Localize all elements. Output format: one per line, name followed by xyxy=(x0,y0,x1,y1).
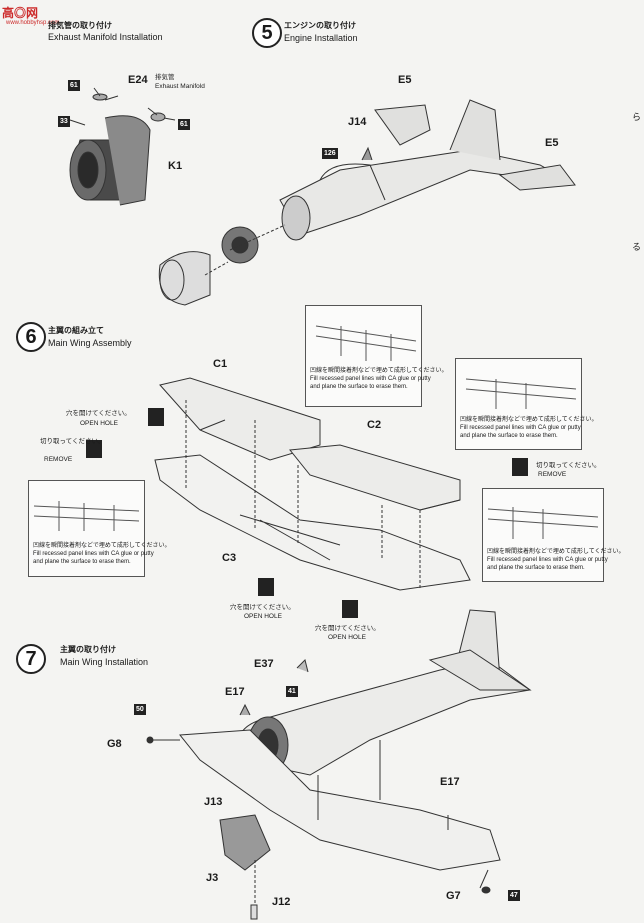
step5-title-jp: エンジンの取り付け xyxy=(284,21,356,30)
watermark-title: 高◎网 xyxy=(2,6,39,20)
part-j12: J12 xyxy=(272,896,291,908)
detail-left-jp: 凹線を瞬間接着剤などで埋めて成形してください。 xyxy=(33,543,171,549)
callout-41: 41 xyxy=(286,686,298,697)
part-g7: G7 xyxy=(446,890,461,902)
open-hole-jp-2: 穴を開けてください。 xyxy=(230,604,295,611)
detail-box-bottom-right: 凹線を瞬間接着剤などで埋めて成形してください。 Fill recessed pa… xyxy=(482,488,625,582)
callout-126: 126 xyxy=(322,148,338,159)
side-mark-b: る xyxy=(632,242,642,252)
exhaust-cowling-drawing xyxy=(69,87,176,206)
part-j14: J14 xyxy=(348,116,367,128)
remove-jp-1: 切り取ってください。 xyxy=(40,438,105,445)
open-hole-jp-1: 穴を開けてください。 xyxy=(66,410,131,417)
wing-assembly-drawing xyxy=(154,377,471,591)
detail-left-en2: and plane the surface to erase them. xyxy=(33,559,131,565)
detail-right-jp: 凹線を瞬間接着剤などで埋めて成形してください。 xyxy=(460,417,598,423)
step7-title-jp: 主翼の取り付け xyxy=(60,645,116,654)
part-c2: C2 xyxy=(367,419,382,431)
step7-number: 7 xyxy=(16,644,46,674)
open-hole-jp-3: 穴を開けてください。 xyxy=(315,625,380,632)
step6-title-en: Main Wing Assembly xyxy=(48,338,132,348)
callout-50: 50 xyxy=(134,704,146,715)
panel-line-sketch-left xyxy=(33,501,140,531)
detail-br-en2: and plane the surface to erase them. xyxy=(487,565,585,571)
detail-br-jp: 凹線を瞬間接着剤などで埋めて成形してください。 xyxy=(487,549,625,555)
detail-left-en1: Fill recessed panel lines with CA glue o… xyxy=(33,551,154,557)
step6-title-jp: 主翼の組み立て xyxy=(48,326,104,335)
part-e24-en: Exhaust Manifold xyxy=(155,83,205,90)
detail-right-en2: and plane the surface to erase them. xyxy=(460,433,558,439)
remove-en-1: REMOVE xyxy=(44,456,73,463)
drill-icon-right xyxy=(342,600,358,618)
detail-box-right: 凹線を瞬間接着剤などで埋めて成形してください。 Fill recessed pa… xyxy=(455,358,598,450)
callout-33: 33 xyxy=(58,116,70,127)
part-j13: J13 xyxy=(204,796,223,808)
step4-title-jp: 排気管の取り付け xyxy=(48,21,112,30)
drill-icon-mid xyxy=(258,578,274,596)
part-c1: C1 xyxy=(213,358,228,370)
detail-br-en1: Fill recessed panel lines with CA glue o… xyxy=(487,557,608,563)
open-hole-en-3: OPEN HOLE xyxy=(328,634,366,641)
remove-en-2: REMOVE xyxy=(538,471,567,478)
panel-line-sketch-br xyxy=(487,507,599,539)
detail-box-top: 凹線を瞬間接着剤などで埋めて成形してください。 Fill recessed pa… xyxy=(305,305,448,407)
knife-icon-right xyxy=(512,458,528,476)
callout-61-b: 61 xyxy=(178,119,190,130)
wing-installation-drawing xyxy=(146,609,532,920)
knife-icon xyxy=(86,440,102,458)
part-c3: C3 xyxy=(222,552,237,564)
detail-right-en1: Fill recessed panel lines with CA glue o… xyxy=(460,425,581,431)
panel-line-sketch xyxy=(315,325,417,361)
detail-top-jp: 凹線を瞬間接着剤などで埋めて成形してください。 xyxy=(310,368,448,374)
step5-number: 5 xyxy=(252,18,282,48)
step4-title-en: Exhaust Manifold Installation xyxy=(48,32,163,42)
open-hole-en-2: OPEN HOLE xyxy=(244,613,282,620)
fuselage-engine-drawing xyxy=(158,99,576,306)
panel-line-sketch-right xyxy=(465,378,577,409)
drill-icon xyxy=(148,408,164,426)
part-j3: J3 xyxy=(206,872,219,884)
callout-61-a: 61 xyxy=(68,80,80,91)
part-e24-jp: 排気管 xyxy=(155,74,175,81)
part-e5-right: E5 xyxy=(545,137,559,149)
part-e37: E37 xyxy=(254,658,274,670)
step5-title-en: Engine Installation xyxy=(284,33,358,43)
open-hole-en-1: OPEN HOLE xyxy=(80,420,118,427)
step7-title-en: Main Wing Installation xyxy=(60,657,149,667)
detail-top-en2: and plane the surface to erase them. xyxy=(310,384,408,390)
part-k1: K1 xyxy=(168,160,183,172)
part-g8: G8 xyxy=(107,738,122,750)
watermark-url: www.hobbyhsp.com xyxy=(6,20,60,26)
part-e17-right: E17 xyxy=(440,776,460,788)
step6-number: 6 xyxy=(16,322,46,352)
part-e24: E24 xyxy=(128,74,148,86)
side-mark-a: ら xyxy=(632,112,642,122)
part-e5-top: E5 xyxy=(398,74,412,86)
detail-box-left: 凹線を瞬間接着剤などで埋めて成形してください。 Fill recessed pa… xyxy=(28,480,171,577)
detail-top-en1: Fill recessed panel lines with CA glue o… xyxy=(310,376,431,382)
remove-jp-2: 切り取ってください。 xyxy=(536,462,601,469)
part-e17-left: E17 xyxy=(225,686,245,698)
callout-47: 47 xyxy=(508,890,520,901)
